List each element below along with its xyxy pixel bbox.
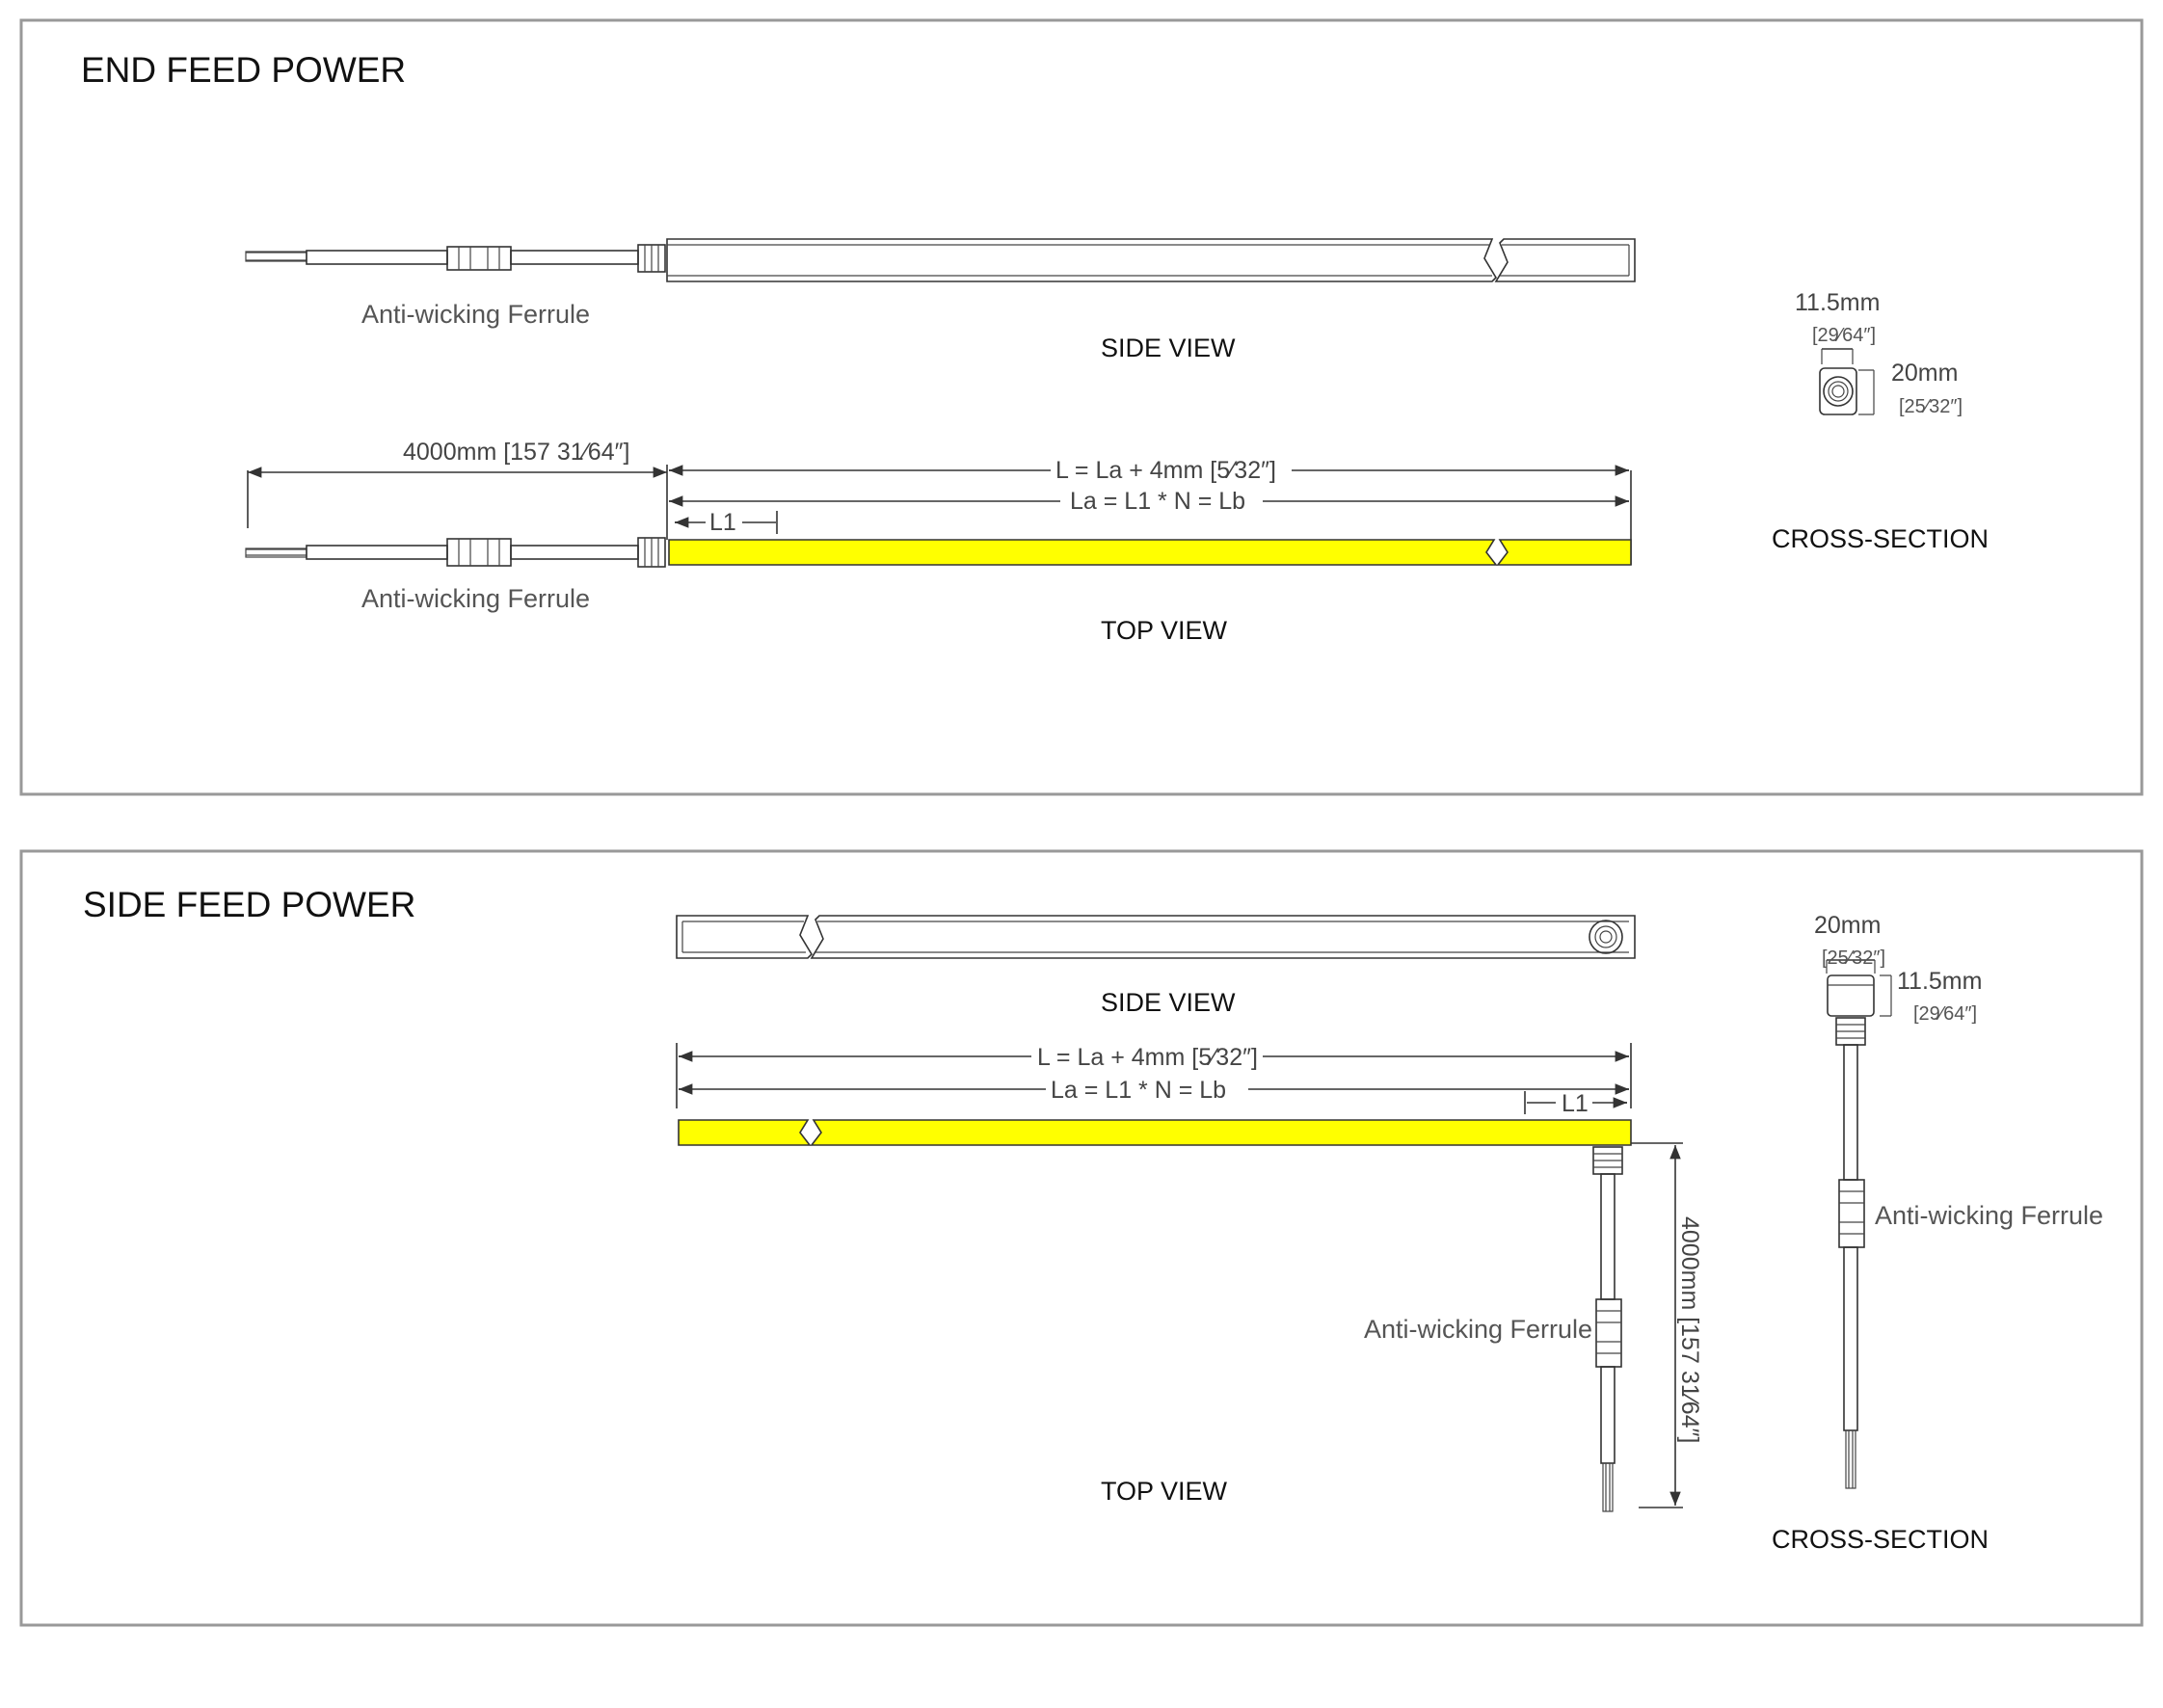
end-feed-side-ferrule-label: Anti-wicking Ferrule xyxy=(361,300,590,329)
end-feed-panel xyxy=(19,18,2144,796)
end-feed-top-view xyxy=(245,537,1632,568)
side-feed-active-length: La = L1 * N = Lb xyxy=(1051,1077,1226,1104)
side-feed-led-strip-start xyxy=(678,1119,812,1146)
side-feed-cs-height: 11.5mm xyxy=(1897,968,1982,995)
end-feed-top-ferrule xyxy=(446,538,512,567)
side-feed-side-view xyxy=(676,915,1636,959)
side-feed-led-strip xyxy=(810,1119,1632,1146)
end-feed-cs-connector xyxy=(1823,376,1854,407)
side-feed-total-length: L = La + 4mm [5⁄32″] xyxy=(1037,1044,1258,1071)
end-feed-total-length: L = La + 4mm [5⁄32″] xyxy=(1055,457,1276,484)
end-feed-led-strip xyxy=(668,539,1498,566)
side-feed-lead-length: 4000mm [157 31⁄64″] xyxy=(1676,1216,1703,1443)
side-feed-side-view-label: SIDE VIEW xyxy=(1101,988,1236,1017)
end-feed-led-strip-end xyxy=(1496,539,1632,566)
side-feed-dimensions xyxy=(676,1043,1683,1508)
side-feed-top-view xyxy=(678,1119,1632,1512)
end-feed-top-ferrule-label: Anti-wicking Ferrule xyxy=(361,584,590,613)
side-feed-panel xyxy=(19,849,2144,1627)
end-feed-cs-width-in: [29⁄64″] xyxy=(1812,325,1876,346)
side-feed-top-ferrule-label: Anti-wicking Ferrule xyxy=(1364,1315,1592,1344)
side-feed-cs-ferrule-label: Anti-wicking Ferrule xyxy=(1875,1201,2103,1230)
side-feed-top-view-label: TOP VIEW xyxy=(1101,1477,1228,1506)
side-feed-segment-label: L1 xyxy=(1562,1090,1589,1117)
end-feed-cross-section-label: CROSS-SECTION xyxy=(1772,524,1989,553)
end-feed-top-connector xyxy=(637,537,666,568)
side-feed-cs-ferrule xyxy=(1838,1179,1865,1248)
end-feed-side-connector xyxy=(637,244,666,273)
side-feed-cross-section-label: CROSS-SECTION xyxy=(1772,1525,1989,1554)
end-feed-segment-label: L1 xyxy=(709,509,736,536)
end-feed-active-length: La = L1 * N = Lb xyxy=(1070,488,1245,515)
end-feed-title: END FEED POWER xyxy=(81,50,406,90)
side-feed-side-connector xyxy=(1589,920,1623,954)
end-feed-cs-profile xyxy=(1819,367,1857,415)
end-feed-cs-width: 11.5mm xyxy=(1795,289,1880,316)
side-feed-cs-width-in: [25⁄32″] xyxy=(1822,947,1885,969)
side-feed-cs-connector xyxy=(1835,1017,1866,1046)
side-feed-top-ferrule xyxy=(1595,1298,1622,1368)
side-feed-title: SIDE FEED POWER xyxy=(83,885,415,924)
side-feed-cs-width: 20mm xyxy=(1814,912,1881,939)
end-feed-side-ferrule xyxy=(446,246,512,271)
side-feed-cs-profile xyxy=(1827,974,1875,1017)
side-feed-top-connector xyxy=(1592,1146,1623,1175)
side-feed-cs-height-in: [29⁄64″] xyxy=(1913,1003,1977,1025)
end-feed-side-view-label: SIDE VIEW xyxy=(1101,334,1236,362)
end-feed-cross-section xyxy=(1819,348,1875,415)
side-feed-cross-section xyxy=(1826,959,1892,1489)
end-feed-cs-height-in: [25⁄32″] xyxy=(1899,396,1963,417)
end-feed-side-view xyxy=(245,238,1636,282)
end-feed-cs-height: 20mm xyxy=(1891,360,1958,387)
end-feed-lead-length: 4000mm [157 31⁄64″] xyxy=(403,439,629,466)
end-feed-top-view-label: TOP VIEW xyxy=(1101,616,1228,645)
